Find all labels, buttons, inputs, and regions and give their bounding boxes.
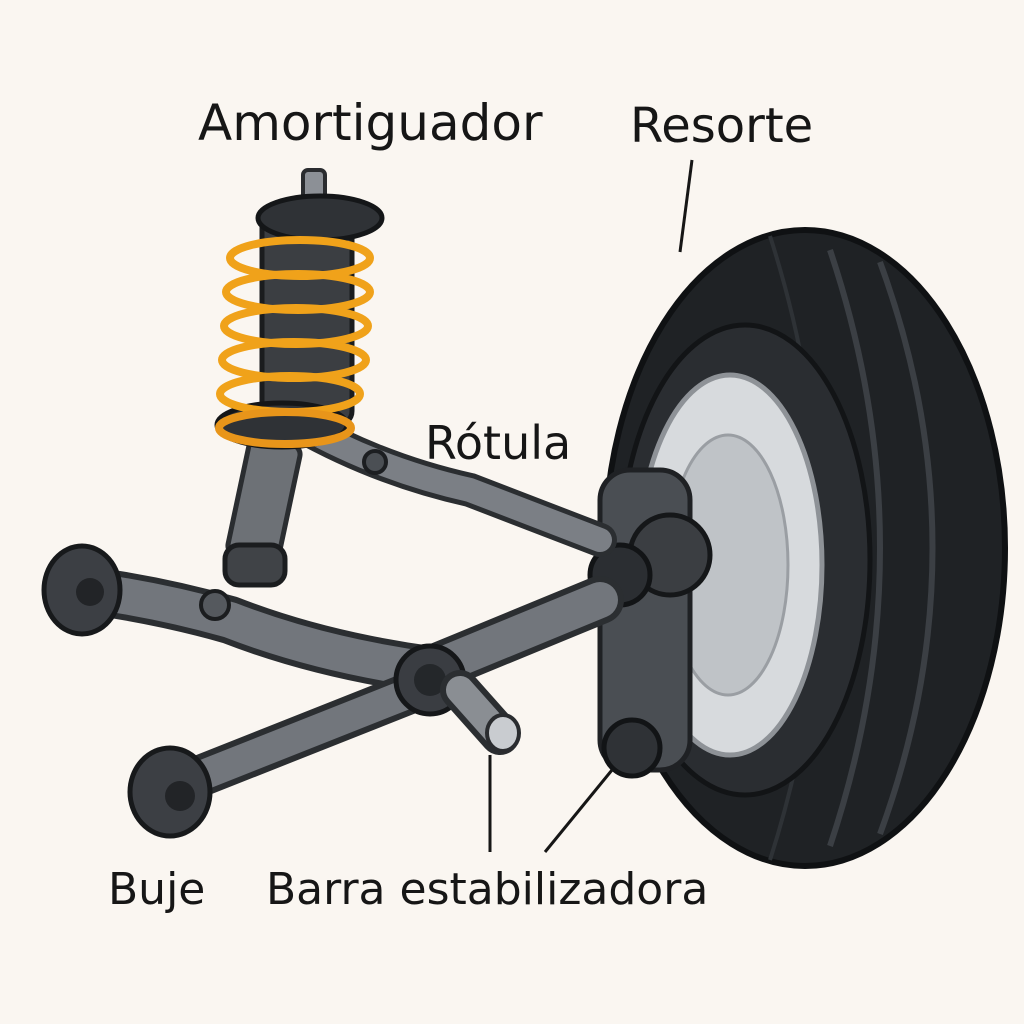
wheel-illustration [587, 227, 1008, 869]
label-buje: Buje [108, 864, 206, 915]
label-resorte: Resorte [630, 98, 814, 154]
label-amortiguador: Amortiguador [198, 94, 543, 152]
buje-leader-line [543, 769, 614, 853]
control-arm-illustration [41, 543, 624, 839]
label-barra-estabilizadora: Barra estabilizadora [266, 864, 709, 915]
label-rotula: Rótula [425, 416, 572, 470]
coil-spring-illustration [215, 236, 374, 448]
shock-absorber-illustration [214, 168, 385, 588]
resorte-leader-line [678, 159, 694, 253]
